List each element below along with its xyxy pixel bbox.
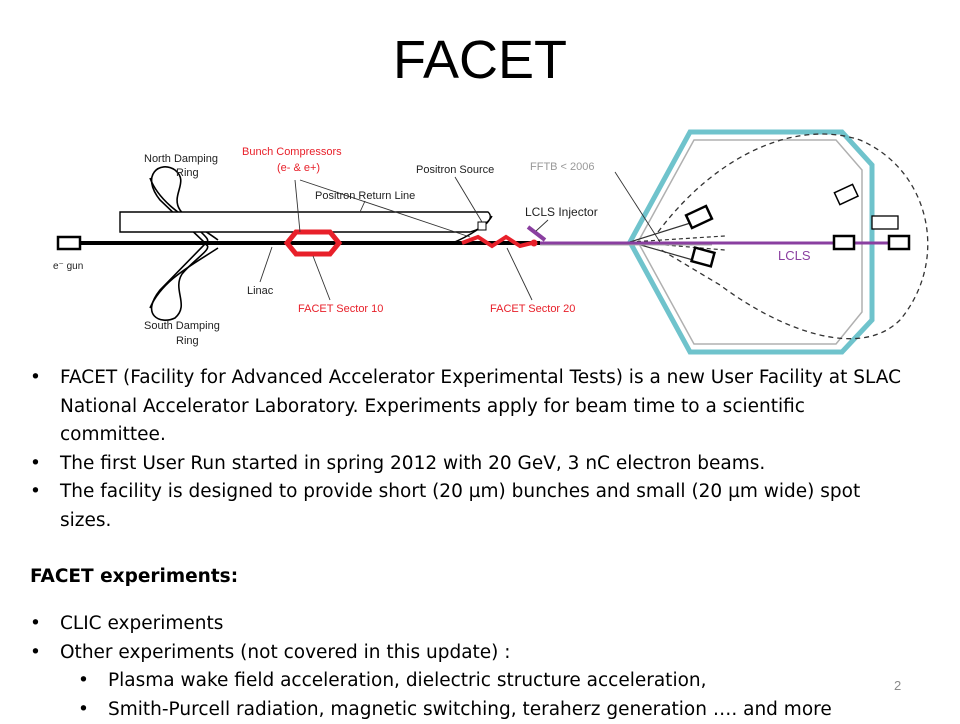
magnet-box-1 [686,206,712,228]
experiments-heading: FACET experiments: [30,563,910,592]
label-facet-sector-20: FACET Sector 20 [490,303,575,315]
e-gun-box [58,237,80,249]
bullet-other-experiments: Other experiments (not covered in this u… [30,639,910,668]
leader-linac [260,247,272,282]
positron-return-line [120,212,490,232]
label-north-damping-ring-1: North Damping [144,153,218,165]
lcls-injector-stub [528,227,545,240]
leader-positron-return [360,201,365,212]
label-bunch-compressors-2: (e- & e+) [277,162,320,174]
label-bunch-compressors-1: Bunch Compressors [242,146,342,158]
subbullet-plasma-wakefield: Plasma wake field acceleration, dielectr… [78,667,910,696]
label-south-damping-ring-1: South Damping [144,320,220,332]
bullet-facet-description: FACET (Facility for Advanced Accelerator… [30,364,910,450]
label-e-gun: e⁻ gun [53,261,83,272]
positron-source-box [478,222,486,230]
bullet-first-user-run: The first User Run started in spring 201… [30,450,910,479]
leader-sector-20 [507,248,532,300]
label-south-damping-ring-2: Ring [176,335,199,347]
label-north-damping-ring-2: Ring [176,167,199,179]
dashed-loop [658,134,928,339]
bullet-facility-design: The facility is designed to provide shor… [30,478,910,535]
label-lcls-injector: LCLS Injector [525,205,598,219]
leader-sector-10 [313,256,330,300]
magnet-box-2 [692,248,715,267]
leader-lcls-injector [536,220,548,231]
magnet-box-6 [889,236,909,249]
label-linac: Linac [247,285,274,297]
label-lcls: LCLS [778,248,811,263]
sector-20-marker [531,240,538,247]
magnet-box-3 [834,184,858,204]
label-fftb: FFTB < 2006 [530,161,595,173]
south-damping-ring-shape [152,244,208,320]
magnet-box-4 [834,236,854,249]
slide-body: FACET (Facility for Advanced Accelerator… [30,364,910,724]
facet-layout-diagram: North Damping Ring Bunch Compressors (e-… [0,0,960,360]
label-positron-return-line: Positron Return Line [315,190,415,202]
magnet-box-5 [872,216,898,229]
bullet-clic-experiments: CLIC experiments [30,610,910,639]
label-facet-sector-10: FACET Sector 10 [298,303,383,315]
label-positron-source: Positron Source [416,164,494,176]
page-number: 2 [894,678,901,693]
